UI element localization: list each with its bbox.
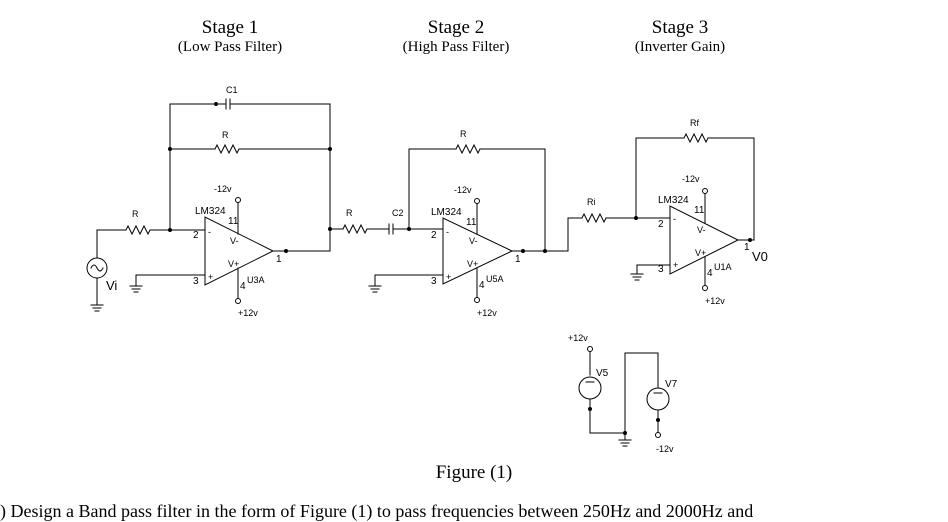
terminal-vneg-3	[702, 188, 708, 194]
label-pin3-1: 3	[193, 276, 199, 287]
label-r-input-2: R	[346, 208, 353, 218]
resistor-r-feedback-2	[455, 143, 481, 155]
stage-1-title: Stage 1	[201, 17, 259, 38]
figure-caption: Figure (1)	[435, 462, 513, 483]
ground-icon	[630, 273, 644, 281]
dc-source-v5	[578, 376, 602, 400]
label-minus-2: -	[446, 227, 449, 237]
terminal-vneg-1	[235, 197, 241, 203]
label-ri: Ri	[587, 197, 596, 207]
resistor-ri	[581, 212, 607, 224]
label-vpos-2: V+	[467, 259, 478, 269]
label-minus-1: -	[208, 227, 211, 237]
label-neg-supply-2: -12v	[454, 185, 472, 195]
label-pin3-2: 3	[431, 276, 437, 287]
resistor-rf	[683, 132, 709, 144]
label-pos-supply-2: +12v	[477, 308, 497, 318]
label-pin1-3: 1	[744, 242, 750, 253]
dc-source-v7	[646, 387, 670, 411]
label-pin2-1: 2	[193, 230, 199, 241]
label-vpos-3: V+	[695, 248, 706, 258]
label-opamp-model-2: LM324	[431, 207, 462, 218]
label-rf: Rf	[690, 118, 699, 128]
label-pin11-1: 11	[228, 216, 239, 227]
label-pin3-3: 3	[658, 264, 664, 275]
terminal-vpos-3	[702, 285, 708, 291]
label-neg-supply-1: -12v	[214, 184, 232, 194]
ac-source-vi	[86, 229, 108, 306]
opamp-u1a	[669, 205, 740, 275]
label-opamp-model-3: LM324	[658, 195, 689, 206]
terminal-vneg-2	[474, 198, 480, 204]
label-pin11-2: 11	[466, 217, 477, 228]
resistor-r-input-2	[342, 223, 368, 235]
label-v5-terminal: +12v	[568, 333, 588, 343]
label-r-input-1: R	[132, 209, 139, 219]
terminal-vpos-2	[474, 297, 480, 303]
stage-3-title: Stage 3	[651, 17, 709, 38]
terminal-v5	[587, 346, 593, 352]
label-pin11-3: 11	[694, 205, 705, 216]
label-vi: Vi	[106, 278, 117, 293]
label-vo: V0	[752, 249, 768, 264]
label-c1: C1	[226, 85, 238, 95]
label-r-feedback-2: R	[460, 129, 467, 139]
resistor-r-input-1	[125, 224, 151, 236]
label-plus-1: +	[208, 272, 213, 282]
label-pin1-1: 1	[276, 254, 282, 265]
capacitor-c1	[225, 98, 231, 110]
label-opamp-ref-2: U5A	[486, 274, 504, 284]
label-vneg-1: V-	[230, 236, 239, 246]
label-pin1-2: 1	[515, 254, 521, 265]
ground-icon	[368, 285, 382, 293]
label-opamp-model-1: LM324	[195, 206, 226, 217]
label-pin4-3: 4	[707, 268, 713, 279]
label-minus-3: -	[673, 214, 676, 224]
stage-3-subtitle: (Inverter Gain)	[634, 39, 726, 55]
label-plus-2: +	[446, 272, 451, 282]
label-pos-supply-1: +12v	[238, 308, 258, 318]
question-text: ) Design a Band pass filter in the form …	[0, 501, 754, 521]
label-vneg-2: V-	[469, 236, 478, 246]
label-c2: C2	[392, 208, 404, 218]
capacitor-c2	[388, 223, 394, 235]
ground-icon	[129, 285, 143, 293]
stage-2-subtitle: (High Pass Filter)	[402, 39, 510, 55]
label-pos-supply-3: +12v	[705, 296, 725, 306]
opamp-u3a	[204, 216, 275, 286]
junction-dots	[168, 102, 752, 435]
label-pin2-2: 2	[431, 230, 437, 241]
label-pin2-3: 2	[658, 219, 664, 230]
label-vpos-1: V+	[228, 259, 239, 269]
terminal-vpos-1	[235, 298, 241, 304]
label-pin4-1: 4	[240, 281, 246, 292]
label-r-feedback-1: R	[222, 130, 229, 140]
label-v5: V5	[596, 368, 609, 379]
label-v7-terminal: -12v	[656, 444, 674, 454]
ground-icon	[90, 304, 104, 312]
label-pin4-2: 4	[479, 280, 485, 291]
label-opamp-ref-3: U1A	[714, 262, 732, 272]
label-opamp-ref-1: U3A	[247, 275, 265, 285]
terminal-v7	[655, 432, 661, 438]
resistor-r-feedback-1	[214, 143, 240, 155]
stage-1-subtitle: (Low Pass Filter)	[177, 39, 283, 55]
label-plus-3: +	[673, 260, 678, 270]
stage-2-title: Stage 2	[427, 17, 485, 38]
ground-icon	[618, 439, 632, 447]
label-neg-supply-3: -12v	[682, 174, 700, 184]
label-v7: V7	[665, 379, 678, 390]
label-vneg-3: V-	[697, 225, 706, 235]
